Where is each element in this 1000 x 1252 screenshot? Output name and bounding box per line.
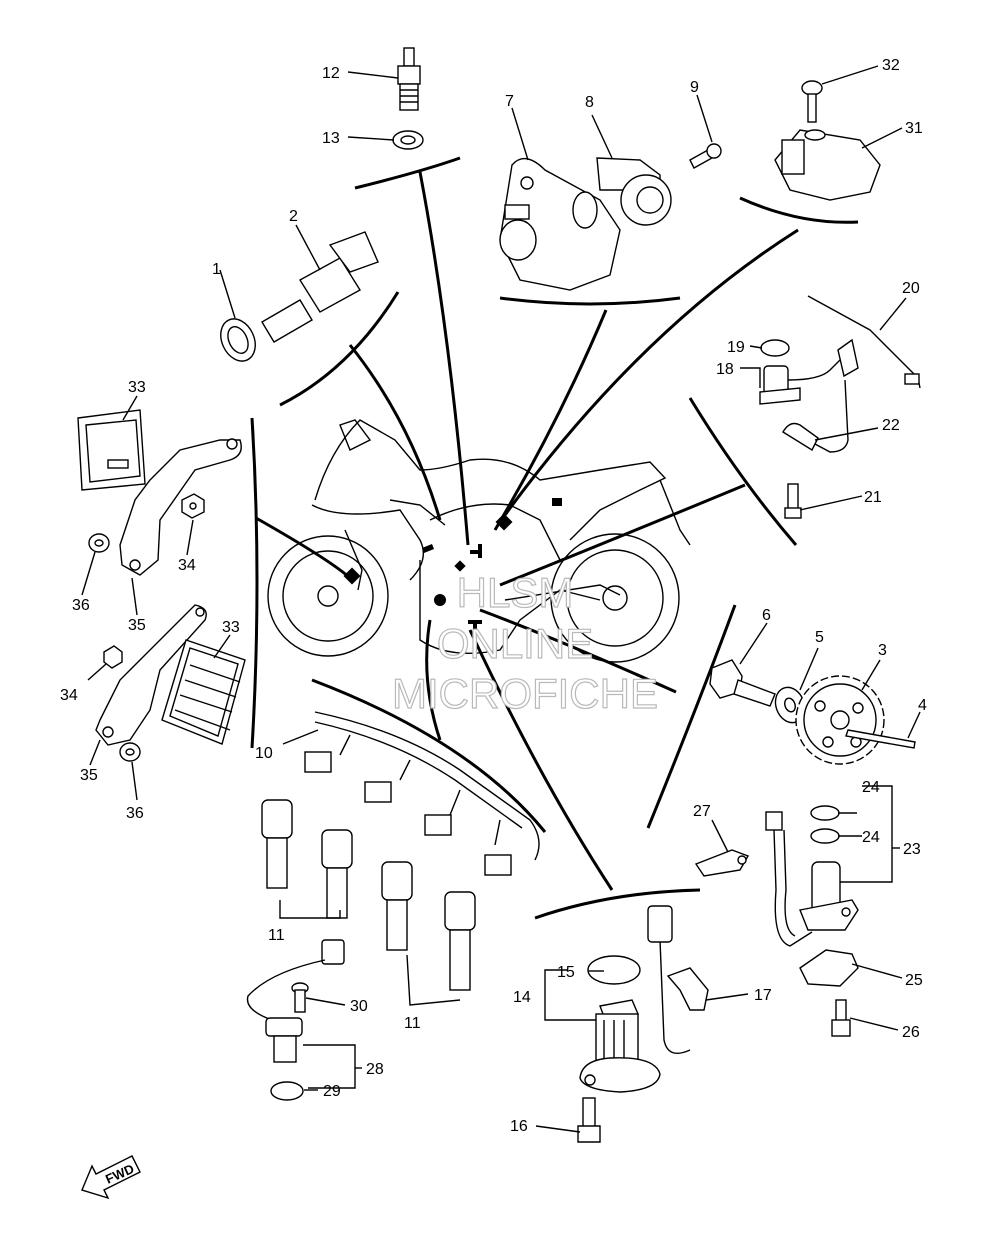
part-29-o-ring	[270, 1081, 304, 1101]
callout-19: 19	[727, 339, 745, 356]
part-16-bolt	[577, 1097, 601, 1143]
part-36-washer-lower	[119, 742, 141, 762]
part-26-bolt	[831, 999, 851, 1037]
callout-16: 16	[510, 1118, 528, 1135]
watermark-line-2: ONLINE	[437, 620, 593, 667]
callout-10: 10	[255, 745, 273, 762]
section-dividers	[250, 156, 859, 920]
callout-5: 5	[815, 629, 824, 646]
part-25-cover	[799, 949, 859, 987]
callout-11b: 11	[404, 1015, 421, 1032]
part-10-wire-harness	[304, 711, 540, 876]
callout-2: 2	[289, 208, 298, 225]
part-14-speed-sensor	[579, 905, 691, 1093]
part-15-o-ring	[587, 955, 641, 985]
part-31-pressure-sensor	[774, 129, 881, 201]
part-34-nut-lower	[103, 645, 123, 669]
callout-6: 6	[762, 607, 771, 624]
callout-28: 28	[366, 1061, 384, 1078]
part-6-bolt	[709, 659, 776, 707]
part-35-bracket-upper	[119, 438, 242, 576]
callout-8: 8	[585, 94, 594, 111]
callout-26: 26	[902, 1024, 920, 1041]
part-2-temperature-sensor	[261, 231, 379, 343]
callout-3: 3	[878, 642, 887, 659]
part-34-nut-upper	[181, 493, 205, 519]
part-7-throttle-sensor	[499, 157, 621, 291]
part-21-bolt	[784, 483, 802, 519]
callout-31: 31	[905, 120, 923, 137]
callout-23: 23	[903, 841, 921, 858]
part-8-sensor	[596, 157, 672, 226]
callout-32: 32	[882, 57, 900, 74]
part-19-o-ring	[760, 339, 790, 357]
callout-9: 9	[690, 79, 699, 96]
part-13-washer	[392, 130, 424, 150]
part-1-gasket	[220, 318, 256, 362]
callout-34a: 34	[178, 557, 196, 574]
callout-36a: 36	[72, 597, 90, 614]
callout-14: 14	[513, 989, 531, 1006]
part-36-washer-upper	[88, 533, 110, 553]
part-20-bracket	[807, 295, 921, 389]
callout-24a: 24	[862, 779, 880, 796]
part-30-bolt	[291, 982, 309, 1013]
callout-12: 12	[322, 65, 340, 82]
callout-33a: 33	[128, 379, 146, 396]
callout-33b: 33	[222, 619, 240, 636]
callout-15: 15	[557, 964, 575, 981]
part-17-clamp	[666, 967, 709, 1011]
callout-35b: 35	[80, 767, 98, 784]
callout-13: 13	[322, 130, 340, 147]
callout-34b: 34	[60, 687, 78, 704]
callout-21: 21	[864, 489, 882, 506]
fwd-arrow-icon: FWD	[81, 1155, 141, 1200]
part-33-reflector-lower	[161, 639, 246, 745]
leader-lines	[255, 171, 799, 891]
watermark-line-3: MICROFICHE	[392, 670, 658, 717]
part-4-pin	[845, 729, 916, 749]
part-28-sensor	[246, 939, 345, 1063]
motorcycle-illustration	[267, 419, 691, 663]
watermark: HLSM ONLINE MICROFICHE	[391, 568, 658, 717]
callout-4: 4	[918, 697, 927, 714]
callout-leaders	[81, 65, 921, 1133]
part-11-ignition-coils	[261, 799, 476, 991]
callout-1: 1	[212, 261, 221, 278]
callout-30: 30	[350, 998, 368, 1015]
watermark-line-1: HLSM	[457, 569, 574, 616]
callout-labels: 1 2 3 4 5 6 7 8 9 10 11 11 12 13 14 15 1…	[60, 57, 927, 1135]
callout-24b: 24	[862, 829, 880, 846]
part-12-sender	[397, 47, 421, 111]
callout-27: 27	[693, 803, 711, 820]
callout-22: 22	[882, 417, 900, 434]
part-23-sensor	[765, 811, 859, 947]
callout-17: 17	[754, 987, 772, 1004]
part-35-bracket-lower	[95, 604, 207, 746]
part-24-o-rings	[810, 805, 840, 844]
part-3-rotor	[795, 675, 885, 765]
callout-18: 18	[716, 361, 734, 378]
callout-11a: 11	[268, 927, 285, 944]
callout-7: 7	[505, 93, 514, 110]
part-27-clamp	[694, 849, 750, 877]
callout-36b: 36	[126, 805, 144, 822]
callout-29: 29	[323, 1083, 341, 1100]
callout-20: 20	[902, 280, 920, 297]
part-33-reflector-upper	[77, 409, 146, 491]
part-22-clamp	[782, 422, 819, 451]
part-9-screw	[689, 143, 722, 169]
part-32-screw	[801, 80, 823, 123]
callout-35a: 35	[128, 617, 146, 634]
callout-25: 25	[905, 972, 923, 989]
part-18-sensor	[759, 338, 859, 453]
